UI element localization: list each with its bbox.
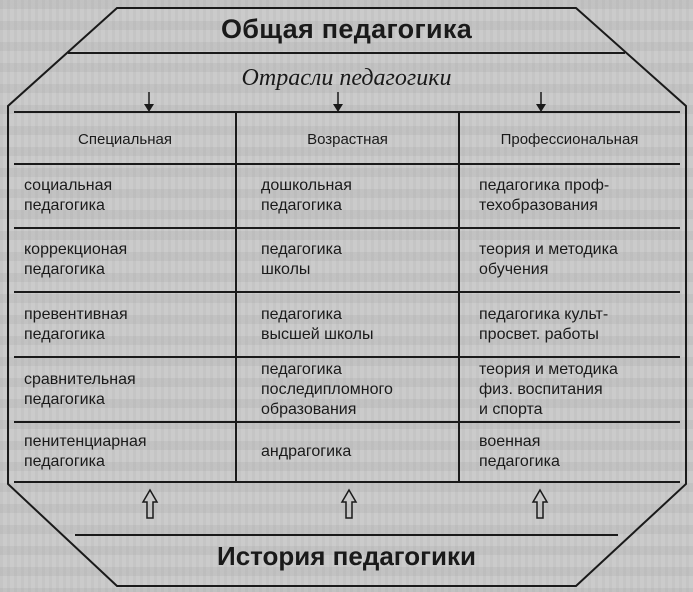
column-header-professional: Профессиональная [500,131,639,148]
outer-frame [7,7,687,587]
down-arrow-icon-1 [144,92,154,112]
up-arrow-icon-2 [340,488,358,519]
up-arrow-icon-3 [531,488,549,519]
bottom-title: История педагогики [217,541,476,571]
down-arrow-icon-2 [333,92,343,112]
down-arrow-icon-3 [536,92,546,112]
cell-andragogy: андрагогика [261,443,352,460]
column-header-special: Специальная [78,131,172,148]
cell-vocational-pedagogy: педагогика проф-техобразования [479,177,610,214]
column-header-age: Возрастная [307,131,388,148]
subtitle: Отрасли педагогики [241,65,452,91]
up-arrow-icon-1 [141,488,159,519]
main-title: Общая педагогика [220,14,473,44]
cell-cultural-education-pedagogy: педагогика культ-просвет. работы [479,306,609,343]
